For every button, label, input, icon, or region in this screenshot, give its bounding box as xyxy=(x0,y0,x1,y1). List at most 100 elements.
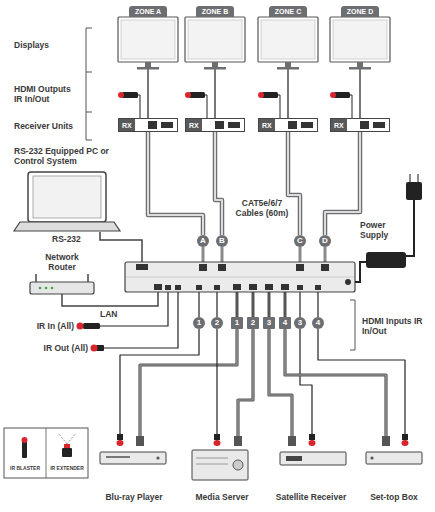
bluray-body xyxy=(100,452,166,464)
node-text: A xyxy=(200,237,206,245)
node-text: 3 xyxy=(267,319,271,327)
hdmi-port xyxy=(281,284,289,290)
hdmi-cable xyxy=(284,291,287,317)
node-text: Set-top Box xyxy=(370,492,418,502)
display-stand xyxy=(145,62,151,67)
display-screen: ZONE A xyxy=(118,6,178,62)
annotation-label: RS-232 xyxy=(52,234,96,244)
annotation-label: HDMI Inputs IR In/Out xyxy=(362,316,428,336)
cable-stroke xyxy=(216,329,217,446)
cable-stroke xyxy=(269,329,292,446)
annotation-label: HDMI Outputs IR In/Out xyxy=(14,84,80,104)
hdmi-input-callout: 4 xyxy=(279,317,291,329)
hdmi-cable xyxy=(268,291,271,317)
ir-blaster-symbol xyxy=(22,441,27,458)
legend-text: IR BLASTER xyxy=(4,466,46,472)
output-callout: D xyxy=(319,235,331,247)
satellite-body xyxy=(280,452,346,465)
annotation-label: LAN xyxy=(100,309,124,319)
cable-stroke xyxy=(147,62,149,118)
ir-emitter-head xyxy=(117,440,124,446)
ir-emitter-body xyxy=(309,434,315,440)
network-router: Network Router xyxy=(32,252,92,298)
power-supply: Power Supply xyxy=(360,220,408,272)
node-text: ZONE D xyxy=(341,6,379,17)
rj45-port xyxy=(288,121,297,129)
hd-cable xyxy=(288,62,289,118)
cable-stroke xyxy=(300,329,312,446)
ir-port xyxy=(214,285,220,290)
cable-stroke xyxy=(325,132,360,235)
display-screen: ZONE D xyxy=(330,6,390,62)
node-text: D xyxy=(322,237,328,245)
ir-cable xyxy=(350,95,352,118)
power-port xyxy=(345,279,351,285)
annotation-label: Receiver Units xyxy=(14,121,80,131)
cat-cable xyxy=(215,132,222,235)
rs232-cable xyxy=(100,232,142,264)
ir-port-callout: 1 xyxy=(193,317,205,329)
display-panel xyxy=(333,20,387,59)
router-led xyxy=(39,287,42,290)
hdmi-cable xyxy=(285,329,386,446)
cable-stroke xyxy=(148,132,203,235)
source-device: Set-top Box xyxy=(358,446,430,504)
hdbt-port xyxy=(218,264,226,271)
annotation-label: CAT5e/6/7 Cables (60m) xyxy=(230,198,294,218)
cable-stroke xyxy=(148,132,203,235)
display-frame xyxy=(185,17,245,62)
ir-cable xyxy=(138,95,140,118)
legend-text: IR EXTENDER xyxy=(46,466,88,472)
rj45-port xyxy=(360,121,369,129)
power-plug xyxy=(406,182,422,200)
ir-out-cable xyxy=(104,291,178,348)
power-cord xyxy=(406,200,414,256)
device-detail xyxy=(196,464,228,465)
cable-stroke xyxy=(140,329,237,446)
hd-cable xyxy=(215,62,216,118)
ir-blaster-body xyxy=(262,92,278,98)
hdmi-plug xyxy=(382,436,390,446)
disc-slot xyxy=(106,456,130,458)
receiver-body xyxy=(185,118,245,132)
display-base xyxy=(204,67,226,70)
lan-port xyxy=(154,284,162,290)
laptop-base xyxy=(14,222,120,231)
router-antenna xyxy=(35,274,37,282)
ir-extender-symbol xyxy=(62,448,72,457)
cable-stroke xyxy=(120,329,199,446)
bracket xyxy=(350,300,355,350)
output-callout: C xyxy=(294,235,306,247)
display-stand xyxy=(357,62,363,67)
source-device: Blu-ray Player xyxy=(92,446,176,504)
node-text: 1 xyxy=(197,319,201,327)
receiver-unit: RX xyxy=(258,118,318,132)
annotation-label: IR In (All) xyxy=(14,321,74,331)
hdmi-cable xyxy=(140,329,237,446)
node-text: Satellite Receiver xyxy=(276,492,346,502)
media-server-body xyxy=(192,450,248,480)
ir-blaster-symbol xyxy=(22,437,28,443)
device-knob xyxy=(233,460,243,470)
cable-stroke xyxy=(214,62,216,118)
node-text: RX xyxy=(331,119,347,131)
laptop-screen xyxy=(28,172,106,222)
ir-port xyxy=(175,285,181,290)
node-text: 3 xyxy=(298,319,302,327)
ir-cable xyxy=(216,291,217,317)
power-adapter xyxy=(366,252,406,268)
ir-cable xyxy=(120,329,199,446)
node-text: RX xyxy=(259,119,275,131)
hdmi-cable xyxy=(236,291,239,317)
display-base xyxy=(277,67,299,70)
display-panel xyxy=(121,20,175,59)
node-text: ZONE C xyxy=(269,6,307,17)
rj45-port xyxy=(215,121,224,129)
annotation-label: Displays xyxy=(14,40,80,50)
node-text: Network Router xyxy=(32,252,92,272)
hdmi-input-callout: 1 xyxy=(231,317,243,329)
hdmi-port xyxy=(265,284,273,290)
output-callout: B xyxy=(216,235,228,247)
ir-cable xyxy=(278,95,280,118)
device-button xyxy=(370,456,373,459)
